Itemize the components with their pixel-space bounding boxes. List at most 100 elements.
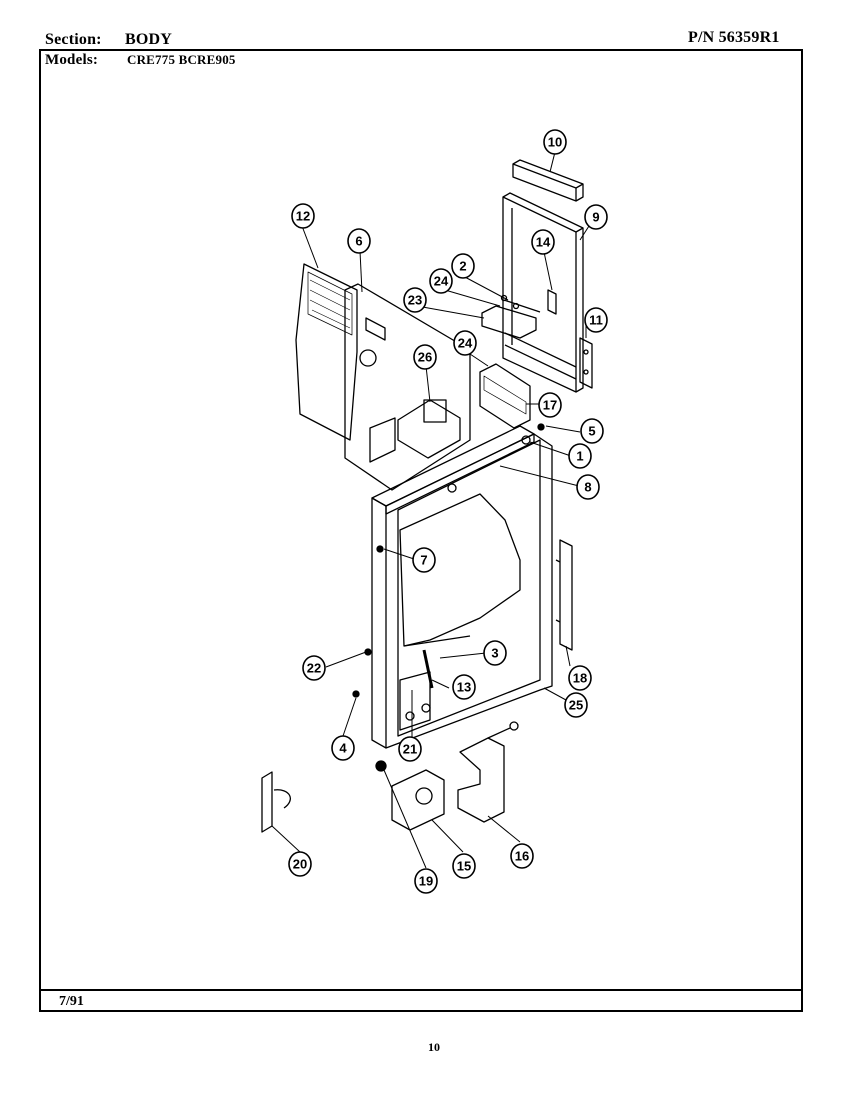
callout-label: 11 [589,313,603,328]
diagram-frame [39,49,803,1012]
leader-lines [271,151,590,869]
callout-label: 10 [548,135,562,150]
callout-5: 5 [580,418,604,444]
callout-circle [584,307,608,333]
callout-circle [451,253,475,279]
callout-26: 26 [413,344,437,370]
callout-2: 2 [451,253,475,279]
callout-circle [452,674,476,700]
callout-circle [568,443,592,469]
callout-circle [568,665,592,691]
callout-25: 25 [564,692,588,718]
revision-date: 7/91 [59,994,84,1009]
callout-11: 11 [584,307,608,333]
callout-6: 6 [347,228,371,254]
callout-12: 12 [291,203,315,229]
part-6-side-panel [344,283,471,491]
footer-divider [39,989,803,991]
callout-label: 5 [588,424,595,439]
callout-label: 9 [592,210,599,225]
callout-3: 3 [483,640,507,666]
part-17-filter [479,363,531,429]
callout-label: 22 [307,661,321,676]
part-12-insulation [295,263,358,441]
callout-4: 4 [331,735,355,761]
callout-18: 18 [568,665,592,691]
callout-label: 1 [576,449,583,464]
part-18-side-bracket [555,539,573,651]
callout-20: 20 [288,851,312,877]
callout-circle [543,129,567,155]
callout-16: 16 [510,843,534,869]
callout-circle [398,736,422,762]
callout-circle [429,268,453,294]
models-label: Models: [45,52,99,68]
callout-circle [483,640,507,666]
part-9-rear-panel [502,192,584,393]
callout-label: 14 [536,235,551,250]
models-value: CRE775 BCRE905 [127,52,236,67]
callout-14: 14 [531,229,555,255]
callout-10: 10 [543,129,567,155]
callout-21: 21 [398,736,422,762]
callout-label: 18 [573,671,587,686]
callout-label: 23 [408,293,422,308]
callout-circle [564,692,588,718]
callout-label: 4 [339,741,347,756]
callout-9: 9 [584,204,608,230]
callout-label: 15 [457,859,471,874]
callout-circle [413,344,437,370]
part-number: P/N 56359R1 [688,29,780,46]
callout-label: 3 [491,646,498,661]
callout-label: 2 [459,259,466,274]
part-11-hinge-bracket [579,337,593,389]
callout-circle [584,204,608,230]
part-13-spring [403,635,471,689]
part-7-screw [376,545,384,553]
section-value: BODY [125,31,173,48]
callout-7: 7 [412,547,436,573]
callout-13: 13 [452,674,476,700]
callout-label: 20 [293,857,307,872]
part-4-screw [352,690,360,698]
callout-22: 22 [302,655,326,681]
part-15-switch [391,769,445,831]
callout-19: 19 [414,868,438,894]
callout-label: 19 [419,874,433,889]
callout-1: 1 [568,443,592,469]
callout-label: 24 [434,274,449,289]
callout-circle [288,851,312,877]
callout-label: 25 [569,698,583,713]
callout-23: 23 [403,287,427,313]
callout-circle [347,228,371,254]
callout-circle [538,392,562,418]
callout-circle [576,474,600,500]
callout-circle [331,735,355,761]
callout-17: 17 [538,392,562,418]
callout-circle [414,868,438,894]
part-25-front-panel [371,433,553,749]
callout-label: 12 [296,209,310,224]
callout-circle [453,330,477,356]
section-label: Section: [45,31,102,48]
callout-circle [580,418,604,444]
callout-circle [510,843,534,869]
callout-15: 15 [452,853,476,879]
callout-label: 13 [457,680,471,695]
callout-label: 26 [418,350,432,365]
callout-label: 8 [584,480,591,495]
part-5-screw [537,423,545,431]
callout-24a: 24 [429,268,453,294]
part-20-latch [261,771,291,833]
part-10-top-trim [512,159,584,202]
callout-circle [302,655,326,681]
part-19-foot [375,760,387,772]
part-26-motor [369,399,461,463]
callout-circle [412,547,436,573]
callout-label: 21 [403,742,417,757]
page-number: 10 [428,1040,440,1054]
callout-circle [291,203,315,229]
callout-label: 24 [458,336,473,351]
callout-label: 17 [543,398,557,413]
